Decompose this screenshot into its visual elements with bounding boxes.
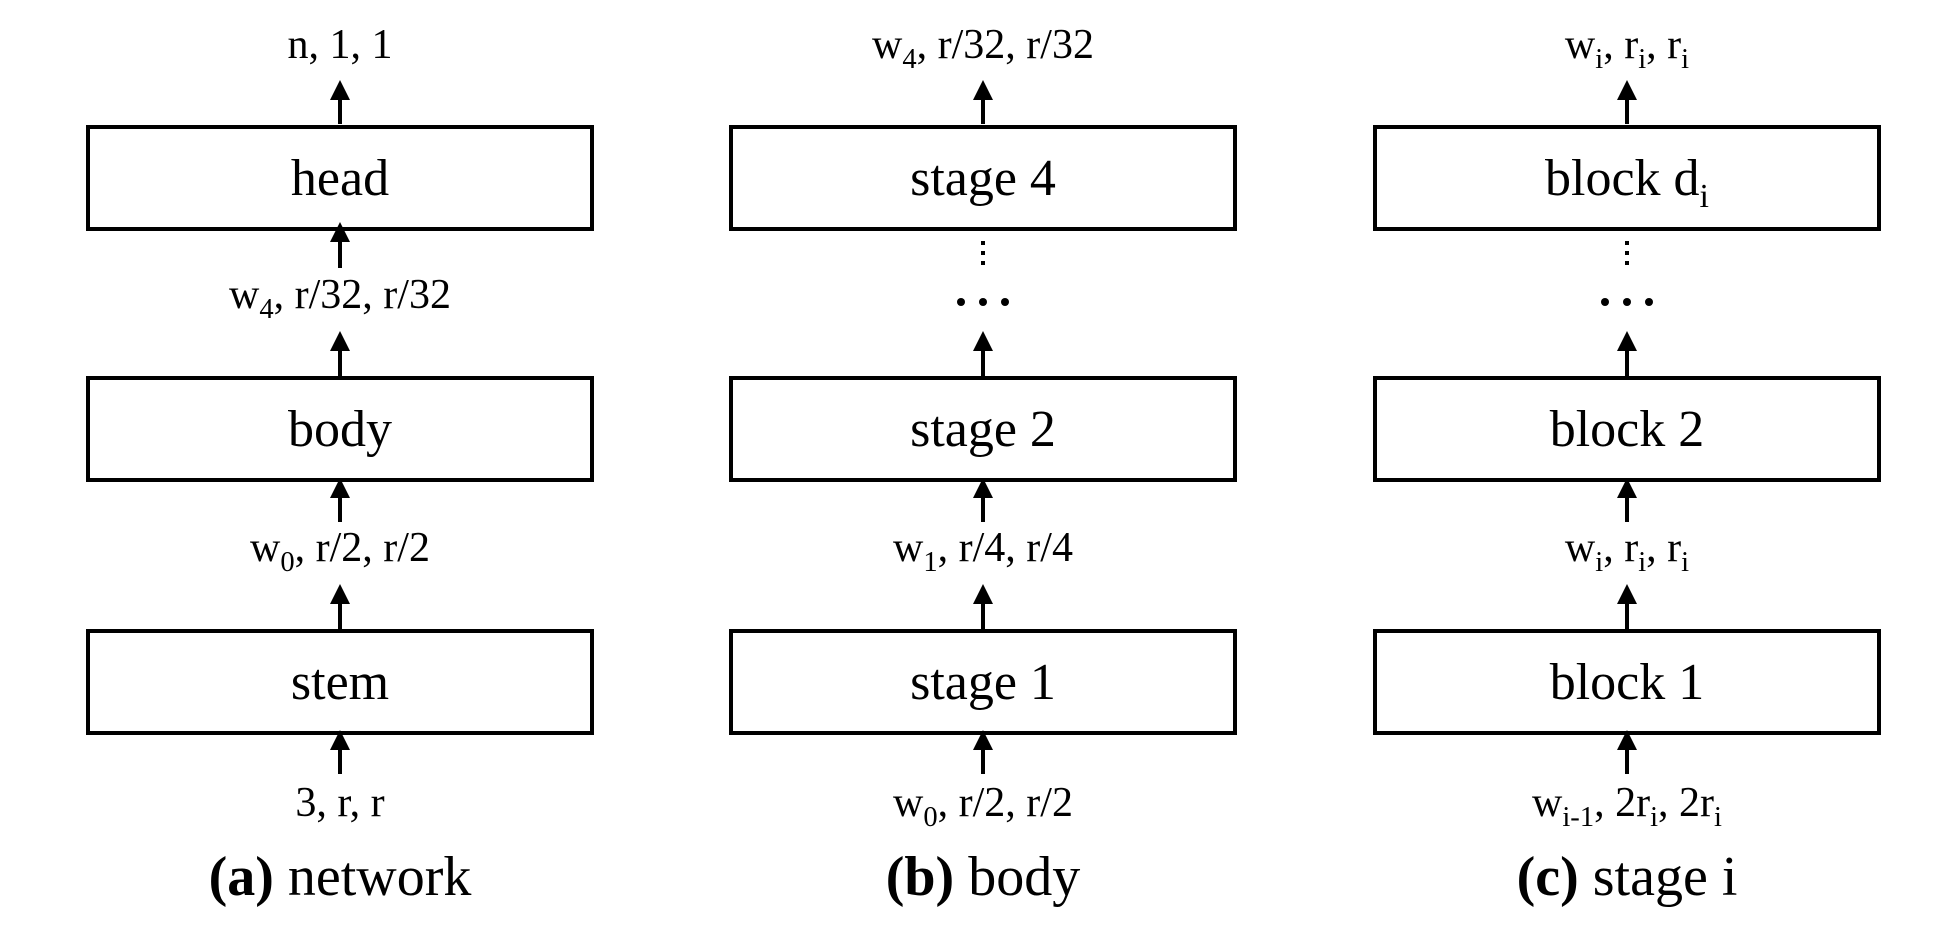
panel-a-dim-label-4: n, 1, 1 [288,22,393,68]
text-run: , r/4, r/4 [938,525,1073,571]
box-label-text: block d [1545,150,1700,207]
panel-a-box-label-3: head [291,150,389,207]
panel-b-dim-label-1: w0​, r/2, r/2 [893,780,1073,833]
subscript: i [1638,44,1646,75]
panel-b-dim-label-4: w4​, r/32, r/32 [872,22,1094,75]
panel-b-dim-label-2: w1​, r/4, r/4 [893,525,1073,578]
subscript: 0 [280,547,294,578]
box-label-text: head [291,150,389,207]
panel-b-box-label-1: stage 1 [910,654,1056,711]
panel-c-caption: (c) stage i [1517,846,1738,908]
panel-b-box-1 [729,629,1237,735]
panel-c-box-label-2: block 2 [1550,401,1705,458]
panel-c-dim-label-4: wi​, ri​, ri​ [1565,22,1689,75]
caption-title: network [274,846,472,908]
caption-letter: (b) [886,846,954,908]
panel-a-caption: (a) network [209,846,472,908]
box-label-text: body [288,401,392,458]
subscript: i-1 [1562,802,1594,833]
panel-b-caption: (b) body [886,846,1080,908]
subscript: i [1638,547,1646,578]
panel-b-ellipsis-dot-1 [957,298,965,306]
caption-title: body [954,846,1080,908]
panel-b-ellipsis-dot-2 [979,298,987,306]
panel-c-box-label-1: block 1 [1550,654,1705,711]
text-run: w [872,22,903,68]
text-run: , r [1646,22,1681,68]
subscript: i [1681,547,1689,578]
subscript: i [1714,802,1722,833]
text-run: w [1565,22,1596,68]
text-run: w [1565,525,1596,571]
text-run: w [1532,780,1563,826]
panel-a-box-1 [86,629,594,735]
panel-c-ellipsis-dot-1 [1601,298,1609,306]
subscript: 0 [923,802,937,833]
text-run: n, 1, 1 [288,22,393,68]
caption-title: stage i [1579,846,1738,908]
box-label-text: stage 4 [910,150,1056,207]
text-run: , r/32, r/32 [917,22,1094,68]
panel-b-box-3 [729,125,1237,231]
panel-c-box-2 [1373,376,1881,482]
panel-c-box-3 [1373,125,1881,231]
panel-c-dim-label-1: wi-1​, 2ri​, 2ri​ [1532,780,1722,833]
subscript: 4 [902,44,916,75]
box-label-text: block 2 [1550,401,1705,458]
panel-b-box-label-3: stage 4 [910,150,1056,207]
subscript: 4 [259,294,273,325]
text-run: , r [1603,22,1638,68]
caption-letter: (c) [1517,846,1579,908]
text-run: , r [1646,525,1681,571]
panel-a-box-label-2: body [288,401,392,458]
box-label-text: stage 1 [910,654,1056,711]
box-label-text: stage 2 [910,401,1056,458]
text-run: 3, r, r [295,780,384,826]
panel-c-ellipsis-dot-3 [1645,298,1653,306]
text-run: w [893,780,924,826]
subscript: 1 [923,547,937,578]
panel-a-dim-label-1: 3, r, r [295,780,384,826]
text-run: , 2r [1594,780,1650,826]
subscript: i [1650,802,1658,833]
text-run: , r [1603,525,1638,571]
panel-c-box-1 [1373,629,1881,735]
text-run: , r/2, r/2 [938,780,1073,826]
box-label-text: stem [291,654,389,711]
caption-letter: (a) [209,846,274,908]
box-label-subscript: i [1700,178,1709,215]
box-label-text: block 1 [1550,654,1705,711]
subscript: i [1595,44,1603,75]
panel-c-box-label-3: block di [1545,150,1709,215]
panel-b-ellipsis-dot-3 [1001,298,1009,306]
text-run: , r/2, r/2 [295,525,430,571]
panel-b-box-label-2: stage 2 [910,401,1056,458]
subscript: i [1681,44,1689,75]
text-run: w [250,525,281,571]
panel-a-box-2 [86,376,594,482]
text-run: , 2r [1658,780,1714,826]
text-run: , r/32, r/32 [274,272,451,318]
panel-c-ellipsis-dot-2 [1623,298,1631,306]
panel-c-dim-label-2: wi​, ri​, ri​ [1565,525,1689,578]
text-run: w [893,525,924,571]
text-run: w [229,272,260,318]
panel-a-dim-label-2: w0​, r/2, r/2 [250,525,430,578]
panel-a-box-label-1: stem [291,654,389,711]
panel-b-box-2 [729,376,1237,482]
subscript: i [1595,547,1603,578]
panel-a-dim-label-3: w4​, r/32, r/32 [229,272,451,325]
